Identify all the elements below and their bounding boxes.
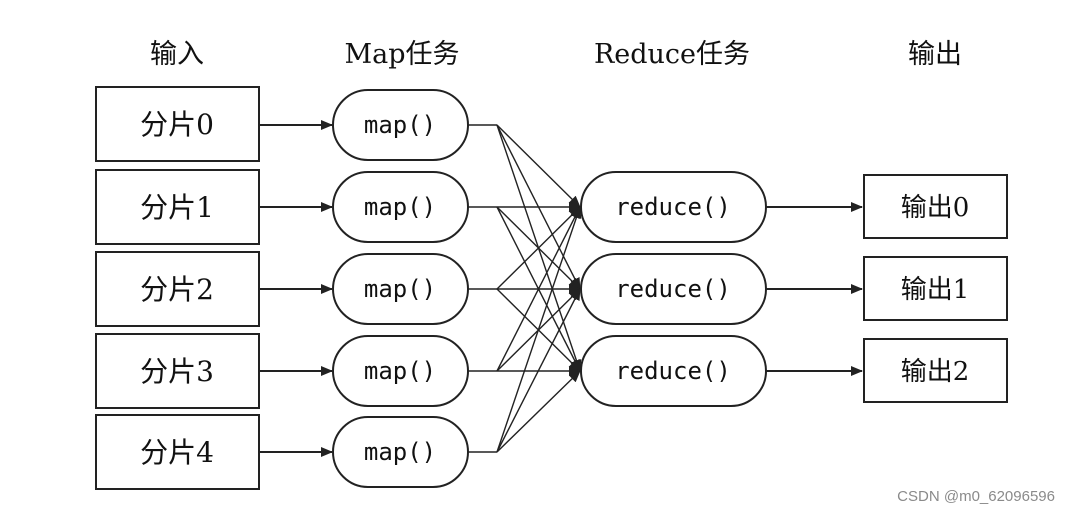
map-node-0: map() <box>332 89 469 161</box>
output-box-1: 输出1 <box>863 256 1008 321</box>
output-label: 输出0 <box>901 193 970 223</box>
input-split-label: 分片3 <box>140 355 214 388</box>
shuffle-connections <box>468 124 582 453</box>
header-input: 输入 <box>150 39 204 70</box>
input-split-label: 分片2 <box>140 273 214 306</box>
header-output: 输出 <box>908 39 962 70</box>
shuffle-line-map4-reduce1 <box>496 288 581 453</box>
map-node-label: map() <box>364 357 436 385</box>
header-map-tasks: Map任务 <box>344 39 459 70</box>
output-box-0: 输出0 <box>863 174 1008 239</box>
map-node-1: map() <box>332 171 469 243</box>
input-split-label: 分片4 <box>140 436 214 469</box>
map-node-label: map() <box>364 275 436 303</box>
map-node-4: map() <box>332 416 469 488</box>
shuffle-line-map0-reduce0 <box>496 124 581 208</box>
input-split-2: 分片2 <box>95 251 260 327</box>
input-split-label: 分片1 <box>140 191 214 224</box>
watermark: CSDN @m0_62096596 <box>897 488 1055 505</box>
output-label: 输出2 <box>901 357 970 387</box>
map-node-label: map() <box>364 438 436 466</box>
map-node-2: map() <box>332 253 469 325</box>
reduce-node-label: reduce() <box>615 275 731 303</box>
map-node-3: map() <box>332 335 469 407</box>
shuffle-line-map4-reduce0 <box>496 206 582 453</box>
input-split-0: 分片0 <box>95 86 260 162</box>
output-label: 输出1 <box>901 275 970 305</box>
output-box-2: 输出2 <box>863 338 1008 403</box>
shuffle-line-map3-reduce0 <box>496 206 581 372</box>
reduce-node-2: reduce() <box>580 335 767 407</box>
input-split-1: 分片1 <box>95 169 260 245</box>
header-reduce-tasks: Reduce任务 <box>594 39 750 70</box>
map-node-label: map() <box>364 193 436 221</box>
shuffle-line-map4-reduce2 <box>496 370 581 453</box>
reduce-node-1: reduce() <box>580 253 767 325</box>
reduce-node-label: reduce() <box>615 357 731 385</box>
map-node-label: map() <box>364 111 436 139</box>
input-split-label: 分片0 <box>140 108 214 141</box>
reduce-node-label: reduce() <box>615 193 731 221</box>
reduce-node-0: reduce() <box>580 171 767 243</box>
input-split-3: 分片3 <box>95 333 260 409</box>
input-split-4: 分片4 <box>95 414 260 490</box>
shuffle-line-map2-reduce0 <box>496 206 581 290</box>
